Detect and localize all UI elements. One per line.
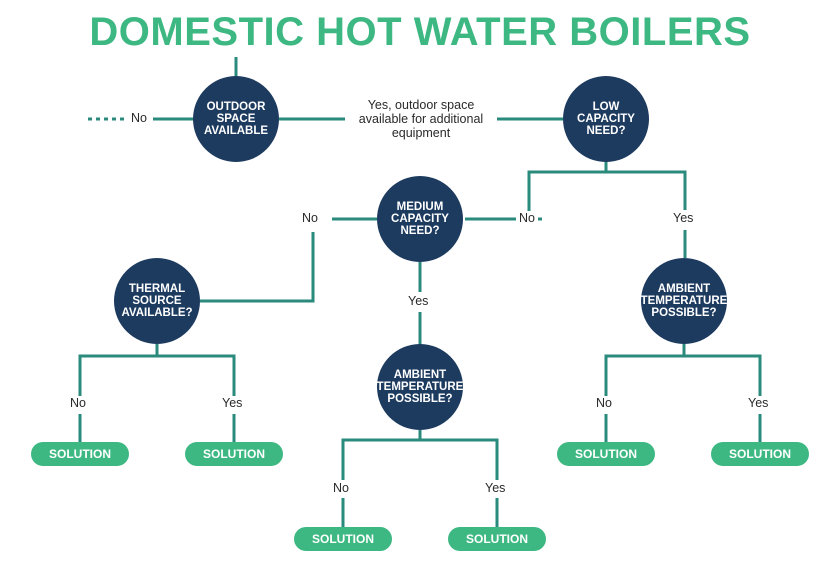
solution-thermal-no: SOLUTION [31, 442, 129, 466]
solution-ambient-center-no: SOLUTION [294, 527, 392, 551]
label-ambient-center-no: No [330, 481, 352, 495]
connector-medium-no-b [200, 232, 315, 303]
label-outdoor-no: No [128, 111, 150, 125]
node-outdoor-space: OUTDOOR SPACE AVAILABLE [193, 76, 279, 162]
connector-ambient-center-split [341, 438, 499, 480]
solution-ambient-center-yes: SOLUTION [448, 527, 546, 551]
node-thermal-source: THERMAL SOURCE AVAILABLE? [114, 258, 200, 344]
connector-ambient-right-split [604, 354, 762, 396]
label-thermal-no: No [67, 396, 89, 410]
node-low-capacity: LOW CAPACITY NEED? [563, 76, 649, 162]
solution-ambient-right-yes: SOLUTION [711, 442, 809, 466]
node-medium-capacity: MEDIUM CAPACITY NEED? [377, 176, 463, 262]
label-medium-yes: Yes [405, 294, 432, 308]
label-low-no: No [516, 211, 538, 225]
label-ambient-right-no: No [593, 396, 615, 410]
label-outdoor-yes: Yes, outdoor space available for additio… [345, 98, 497, 140]
label-ambient-center-yes: Yes [482, 481, 509, 495]
label-medium-no: No [299, 211, 321, 225]
connector-thermal-split [78, 354, 236, 396]
label-ambient-right-yes: Yes [745, 396, 772, 410]
node-ambient-temperature-center: AMBIENT TEMPERATURE POSSIBLE? [377, 344, 463, 430]
solution-thermal-yes: SOLUTION [185, 442, 283, 466]
node-ambient-temperature-right: AMBIENT TEMPERATURE POSSIBLE? [641, 258, 727, 344]
connector-low-split [527, 170, 687, 220]
diagram-title: DOMESTIC HOT WATER BOILERS [89, 10, 751, 54]
label-thermal-yes: Yes [219, 396, 246, 410]
label-low-yes: Yes [670, 211, 697, 225]
solution-ambient-right-no: SOLUTION [557, 442, 655, 466]
